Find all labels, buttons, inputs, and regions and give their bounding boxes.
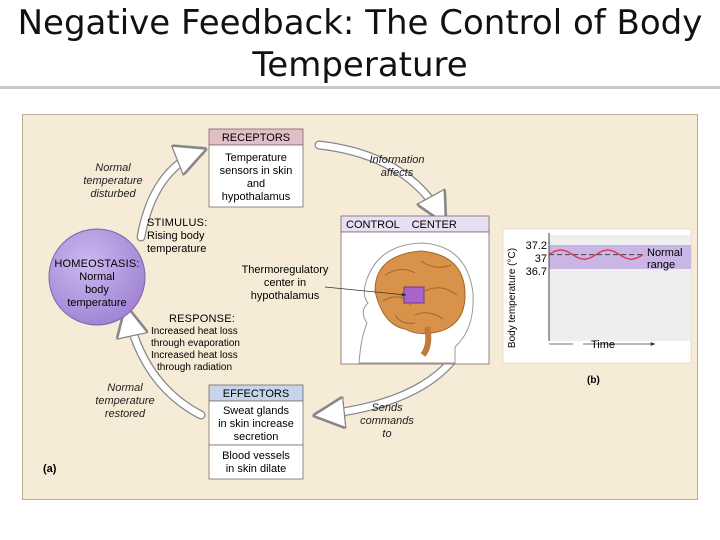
response-line: through radiation (157, 362, 232, 373)
homeostasis-line: temperature (67, 297, 126, 309)
normal-range-label: range (647, 259, 675, 271)
effectors-box2-line: Blood vessels (222, 450, 290, 462)
annotation-line: disturbed (90, 188, 136, 200)
annotation-line: temperature (95, 395, 154, 407)
feedback-loop-arrows (127, 140, 460, 415)
control-center-header: CONTROL CENTER (346, 219, 457, 231)
slide-title: Negative Feedback: The Control of Body T… (0, 2, 720, 86)
annotation-line: to (382, 428, 391, 440)
hypothalamus-marker (403, 286, 425, 304)
figure-panel: RECEPTORS Temperature sensors in skin an… (22, 114, 698, 500)
normal-range-label: Normal (647, 247, 682, 259)
effectors-box2-line: in skin dilate (226, 463, 287, 475)
annotation-line: Information (369, 154, 424, 166)
y-tick-label: 36.7 (526, 266, 547, 278)
information-affects-annotation: Information affects (369, 154, 424, 179)
annotation-line: Normal (95, 162, 131, 174)
title-divider (0, 86, 720, 89)
receptors-line: sensors in skin (220, 165, 293, 177)
panel-a-label: (a) (43, 463, 57, 475)
y-axis-label: Body temperature (°C) (507, 248, 518, 348)
stimulus-line: STIMULUS: (147, 217, 207, 229)
response-line: RESPONSE: (169, 313, 235, 325)
control-center-label-line: Thermoregulatory (242, 264, 329, 276)
receptors-line: Temperature (225, 152, 287, 164)
effectors-header: EFFECTORS (223, 388, 289, 400)
annotation-line: Normal (107, 382, 143, 394)
control-center-box: CONTROL CENTER (340, 215, 490, 365)
x-axis-label: Time (591, 339, 615, 351)
stimulus-line: Rising body (147, 230, 205, 242)
sends-commands-annotation: Sends commands to (360, 402, 414, 440)
feedback-diagram: RECEPTORS Temperature sensors in skin an… (43, 128, 692, 480)
control-center-label-line: hypothalamus (251, 290, 320, 302)
effectors-box1-line: in skin increase (218, 418, 294, 430)
annotation-line: Sends (371, 402, 403, 414)
y-tick-label: 37.2 (526, 240, 547, 252)
homeostasis-line: body (85, 284, 109, 296)
normal-range-band (549, 245, 691, 269)
response-line: Increased heat loss (151, 350, 238, 361)
slide-title-line2: Temperature (252, 45, 468, 85)
response-label: RESPONSE: Increased heat loss through ev… (151, 313, 240, 373)
thermoregulatory-label: Thermoregulatory center in hypothalamus (242, 264, 407, 302)
y-tick-label: 37 (535, 253, 547, 265)
stimulus-label: STIMULUS: Rising body temperature (147, 217, 207, 255)
receptors-line: and (247, 178, 265, 190)
homeostasis-circle: HOMEOSTASIS: Normal body temperature (48, 228, 146, 326)
receptors-header: RECEPTORS (222, 132, 290, 144)
response-line: through evaporation (151, 338, 240, 349)
slide-title-line1: Negative Feedback: The Control of Body (17, 3, 703, 43)
head-brain-illustration (358, 242, 474, 364)
effectors-box1-line: secretion (234, 431, 279, 443)
annotation-line: restored (105, 408, 146, 420)
temperature-series-line (548, 249, 644, 261)
annotation-line: commands (360, 415, 414, 427)
panel-b-label: (b) (587, 375, 600, 386)
stimulus-line: temperature (147, 243, 206, 255)
effectors-box1-line: Sweat glands (223, 405, 290, 417)
effectors-box: EFFECTORS Sweat glands in skin increase … (208, 384, 304, 480)
temperature-chart: Time Body temperature (°C) 37.2 37 36.7 … (502, 228, 692, 386)
receptors-box: RECEPTORS Temperature sensors in skin an… (208, 128, 304, 208)
response-line: Increased heat loss (151, 326, 238, 337)
annotation-line: temperature (83, 175, 142, 187)
receptors-line: hypothalamus (222, 191, 291, 203)
homeostasis-line: HOMEOSTASIS: (54, 258, 139, 270)
homeostasis-line: Normal (79, 271, 114, 283)
annotation-line: affects (381, 167, 414, 179)
normal-restored-annotation: Normal temperature restored (95, 382, 154, 420)
control-center-label-line: center in (264, 277, 306, 289)
normal-disturbed-annotation: Normal temperature disturbed (83, 162, 142, 200)
